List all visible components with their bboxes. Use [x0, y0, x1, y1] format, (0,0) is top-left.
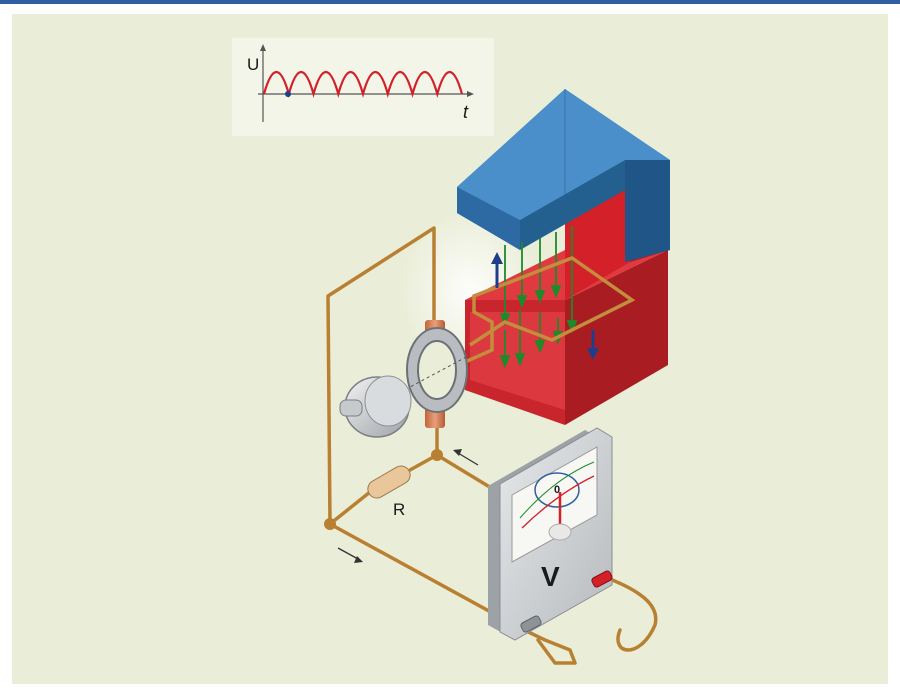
voltage-time-graph: U t [232, 38, 494, 136]
voltmeter: 0 V [488, 428, 613, 640]
dial-knob [549, 524, 571, 540]
graph-background [232, 38, 494, 136]
resistor: R [365, 463, 414, 519]
graph-origin-marker [285, 91, 291, 97]
resistor-label: R [393, 500, 405, 519]
generator-rotor [340, 320, 470, 437]
voltmeter-label: V [541, 561, 560, 592]
current-arrow-upper-icon [453, 449, 478, 465]
junction-lower [324, 518, 336, 530]
crank-handle [340, 400, 362, 416]
dial-zero-label: 0 [554, 484, 560, 496]
magnet-upper-right-face [625, 160, 670, 262]
current-arrow-lower-icon [338, 548, 363, 563]
junction-upper [431, 449, 443, 461]
graph-y-label: U [247, 55, 259, 74]
